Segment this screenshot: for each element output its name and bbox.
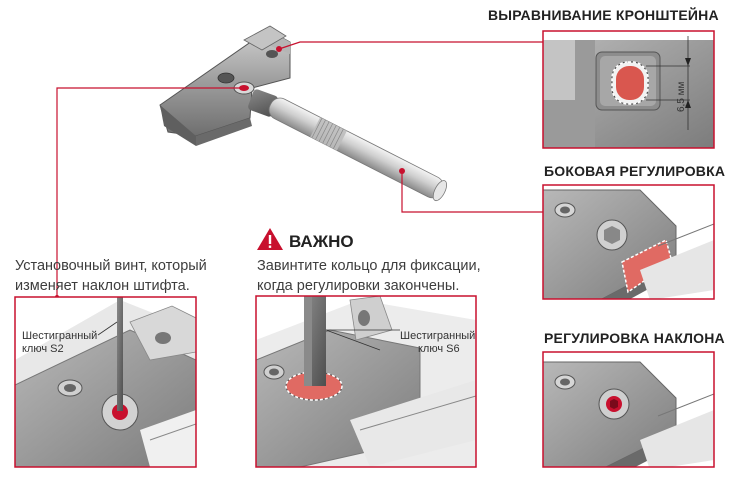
heading-bracket-alignment: ВЫРАВНИВАНИЕ КРОНШТЕЙНА	[488, 7, 719, 23]
warning-line-2: когда регулировки закончены.	[257, 278, 460, 294]
warning-line-1: Завинтите кольцо для фиксации,	[257, 258, 481, 274]
hex-key-s6-line-1: Шестигранный	[400, 330, 476, 342]
panel-tilt-adjustment	[542, 351, 715, 468]
hex-key-s2-line-2: ключ S2	[22, 343, 64, 355]
dimension-label: 6,5 мм	[676, 81, 687, 112]
callout-lines	[56, 41, 543, 297]
warning-icon	[257, 228, 283, 250]
heading-tilt-adjustment: РЕГУЛИРОВКА НАКЛОНА	[544, 330, 725, 346]
heading-side-adjustment: БОКОВАЯ РЕГУЛИРОВКА	[544, 163, 726, 179]
set-screw-line-1: Установочный винт, который	[15, 258, 207, 274]
hex-key-s2-line-1: Шестигранный	[22, 330, 98, 342]
hinge-illustration	[159, 25, 448, 202]
hex-key-s6-line-2: ключ S6	[418, 343, 460, 355]
panel-bracket-alignment	[542, 30, 715, 149]
hinge-pin	[268, 97, 448, 202]
panel-set-screw	[14, 296, 197, 468]
set-screw-line-2: изменяет наклон штифта.	[15, 278, 190, 294]
panel-side-adjustment	[542, 184, 715, 300]
panel-lock-ring	[255, 295, 477, 468]
warning-title: ВАЖНО	[289, 232, 354, 251]
set-screw-marker	[239, 85, 249, 91]
